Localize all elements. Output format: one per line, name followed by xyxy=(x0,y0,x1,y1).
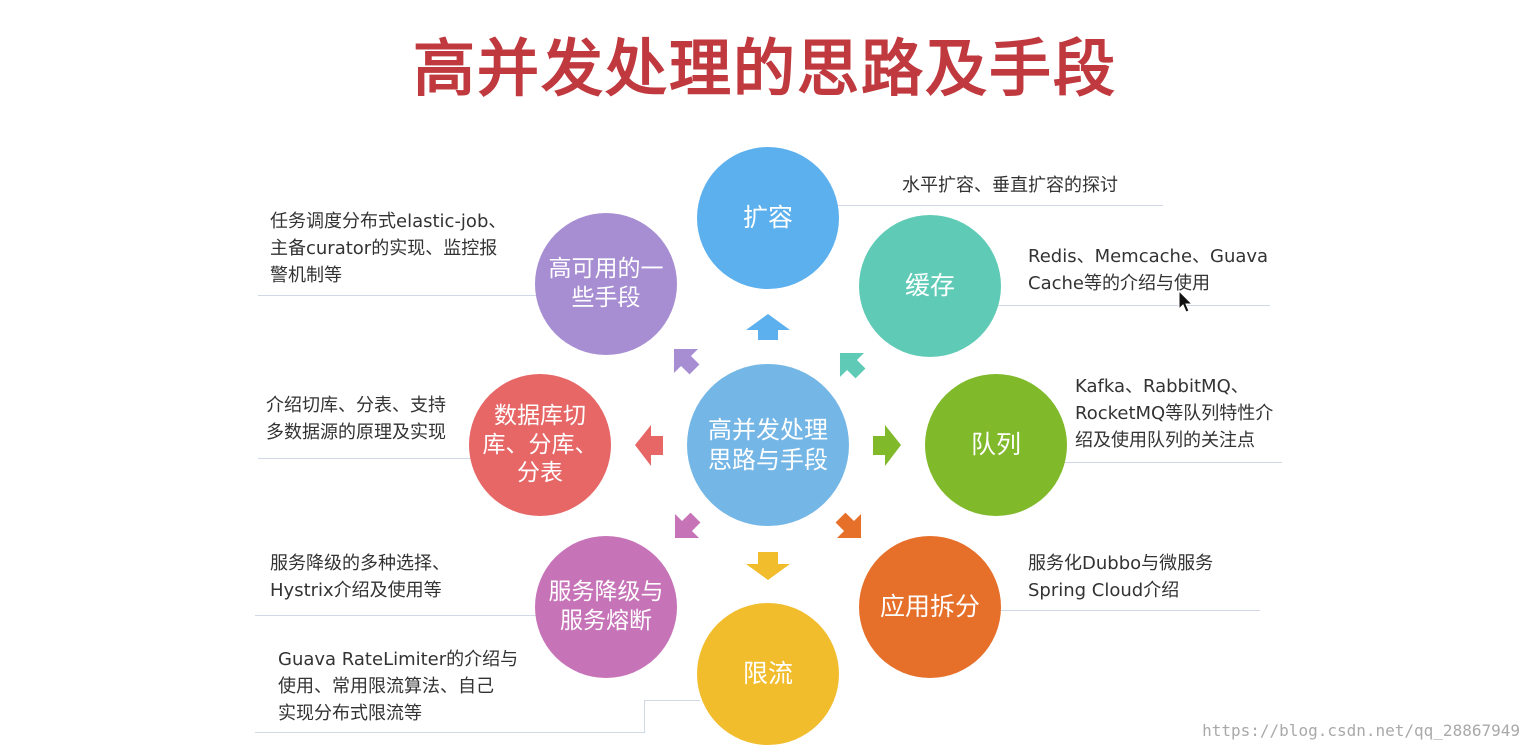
arrow-down-left-icon xyxy=(674,512,701,539)
node-gaokeyong: 高可用的一 些手段 xyxy=(535,213,677,355)
mouse-cursor-icon xyxy=(1178,290,1194,313)
connector-line-gaokeyong xyxy=(258,295,543,296)
desc-kuorong: 水平扩容、垂直扩容的探讨 xyxy=(902,175,1118,196)
center-circle: 高并发处理 思路与手段 xyxy=(687,364,849,526)
connector-line-jiangji xyxy=(255,615,545,616)
node-jiangji: 服务降级与 服务熔断 xyxy=(535,536,677,678)
node-xianliu: 限流 xyxy=(697,603,839,745)
node-kuorong: 扩容 xyxy=(697,147,839,289)
node-duilie: 队列 xyxy=(925,374,1067,516)
page-title: 高并发处理的思路及手段 xyxy=(412,32,1117,105)
desc-jiangji: 服务降级的多种选择、 Hystrix介绍及使用等 xyxy=(270,553,450,601)
connector-line-shujuku xyxy=(258,458,473,459)
desc-duilie: Kafka、RabbitMQ、 RocketMQ等队列特性介 绍及使用队列的关注… xyxy=(1075,376,1274,451)
arrow-up-icon xyxy=(746,314,790,340)
arrow-up-left-icon xyxy=(673,348,700,375)
arrow-down-icon xyxy=(746,552,790,580)
connector-line-yingyong xyxy=(995,610,1260,611)
desc-huancun: Redis、Memcache、Guava Cache等的介绍与使用 xyxy=(1028,246,1269,294)
connector-line-kuorong xyxy=(838,205,1163,206)
desc-yingyong: 服务化Dubbo与微服务 Spring Cloud介绍 xyxy=(1028,553,1214,601)
connector-line-duilie xyxy=(1050,462,1282,463)
connector-line-huancun xyxy=(985,305,1270,306)
arrow-up-right-icon xyxy=(839,352,866,379)
watermark: https://blog.csdn.net/qq_28867949 xyxy=(1202,721,1520,740)
arrow-left-icon xyxy=(635,425,663,466)
desc-shujuku: 介绍切库、分表、支持 多数据源的原理及实现 xyxy=(266,395,446,443)
desc-gaokeyong: 任务调度分布式elastic-job、 主备curator的实现、监控报 警机制… xyxy=(270,211,507,286)
node-huancun: 缓存 xyxy=(859,215,1001,357)
arrow-down-right-icon xyxy=(835,512,862,539)
connector-line-xianliu-vertical xyxy=(644,700,645,732)
node-shujuku: 数据库切 库、分库、 分表 xyxy=(469,374,611,516)
desc-xianliu: Guava RateLimiter的介绍与 使用、常用限流算法、自己 实现分布式… xyxy=(278,649,519,724)
node-yingyong: 应用拆分 xyxy=(859,536,1001,678)
arrow-right-icon xyxy=(873,425,901,466)
connector-line-xianliu-top xyxy=(644,700,700,701)
connector-line-xianliu xyxy=(255,732,645,733)
